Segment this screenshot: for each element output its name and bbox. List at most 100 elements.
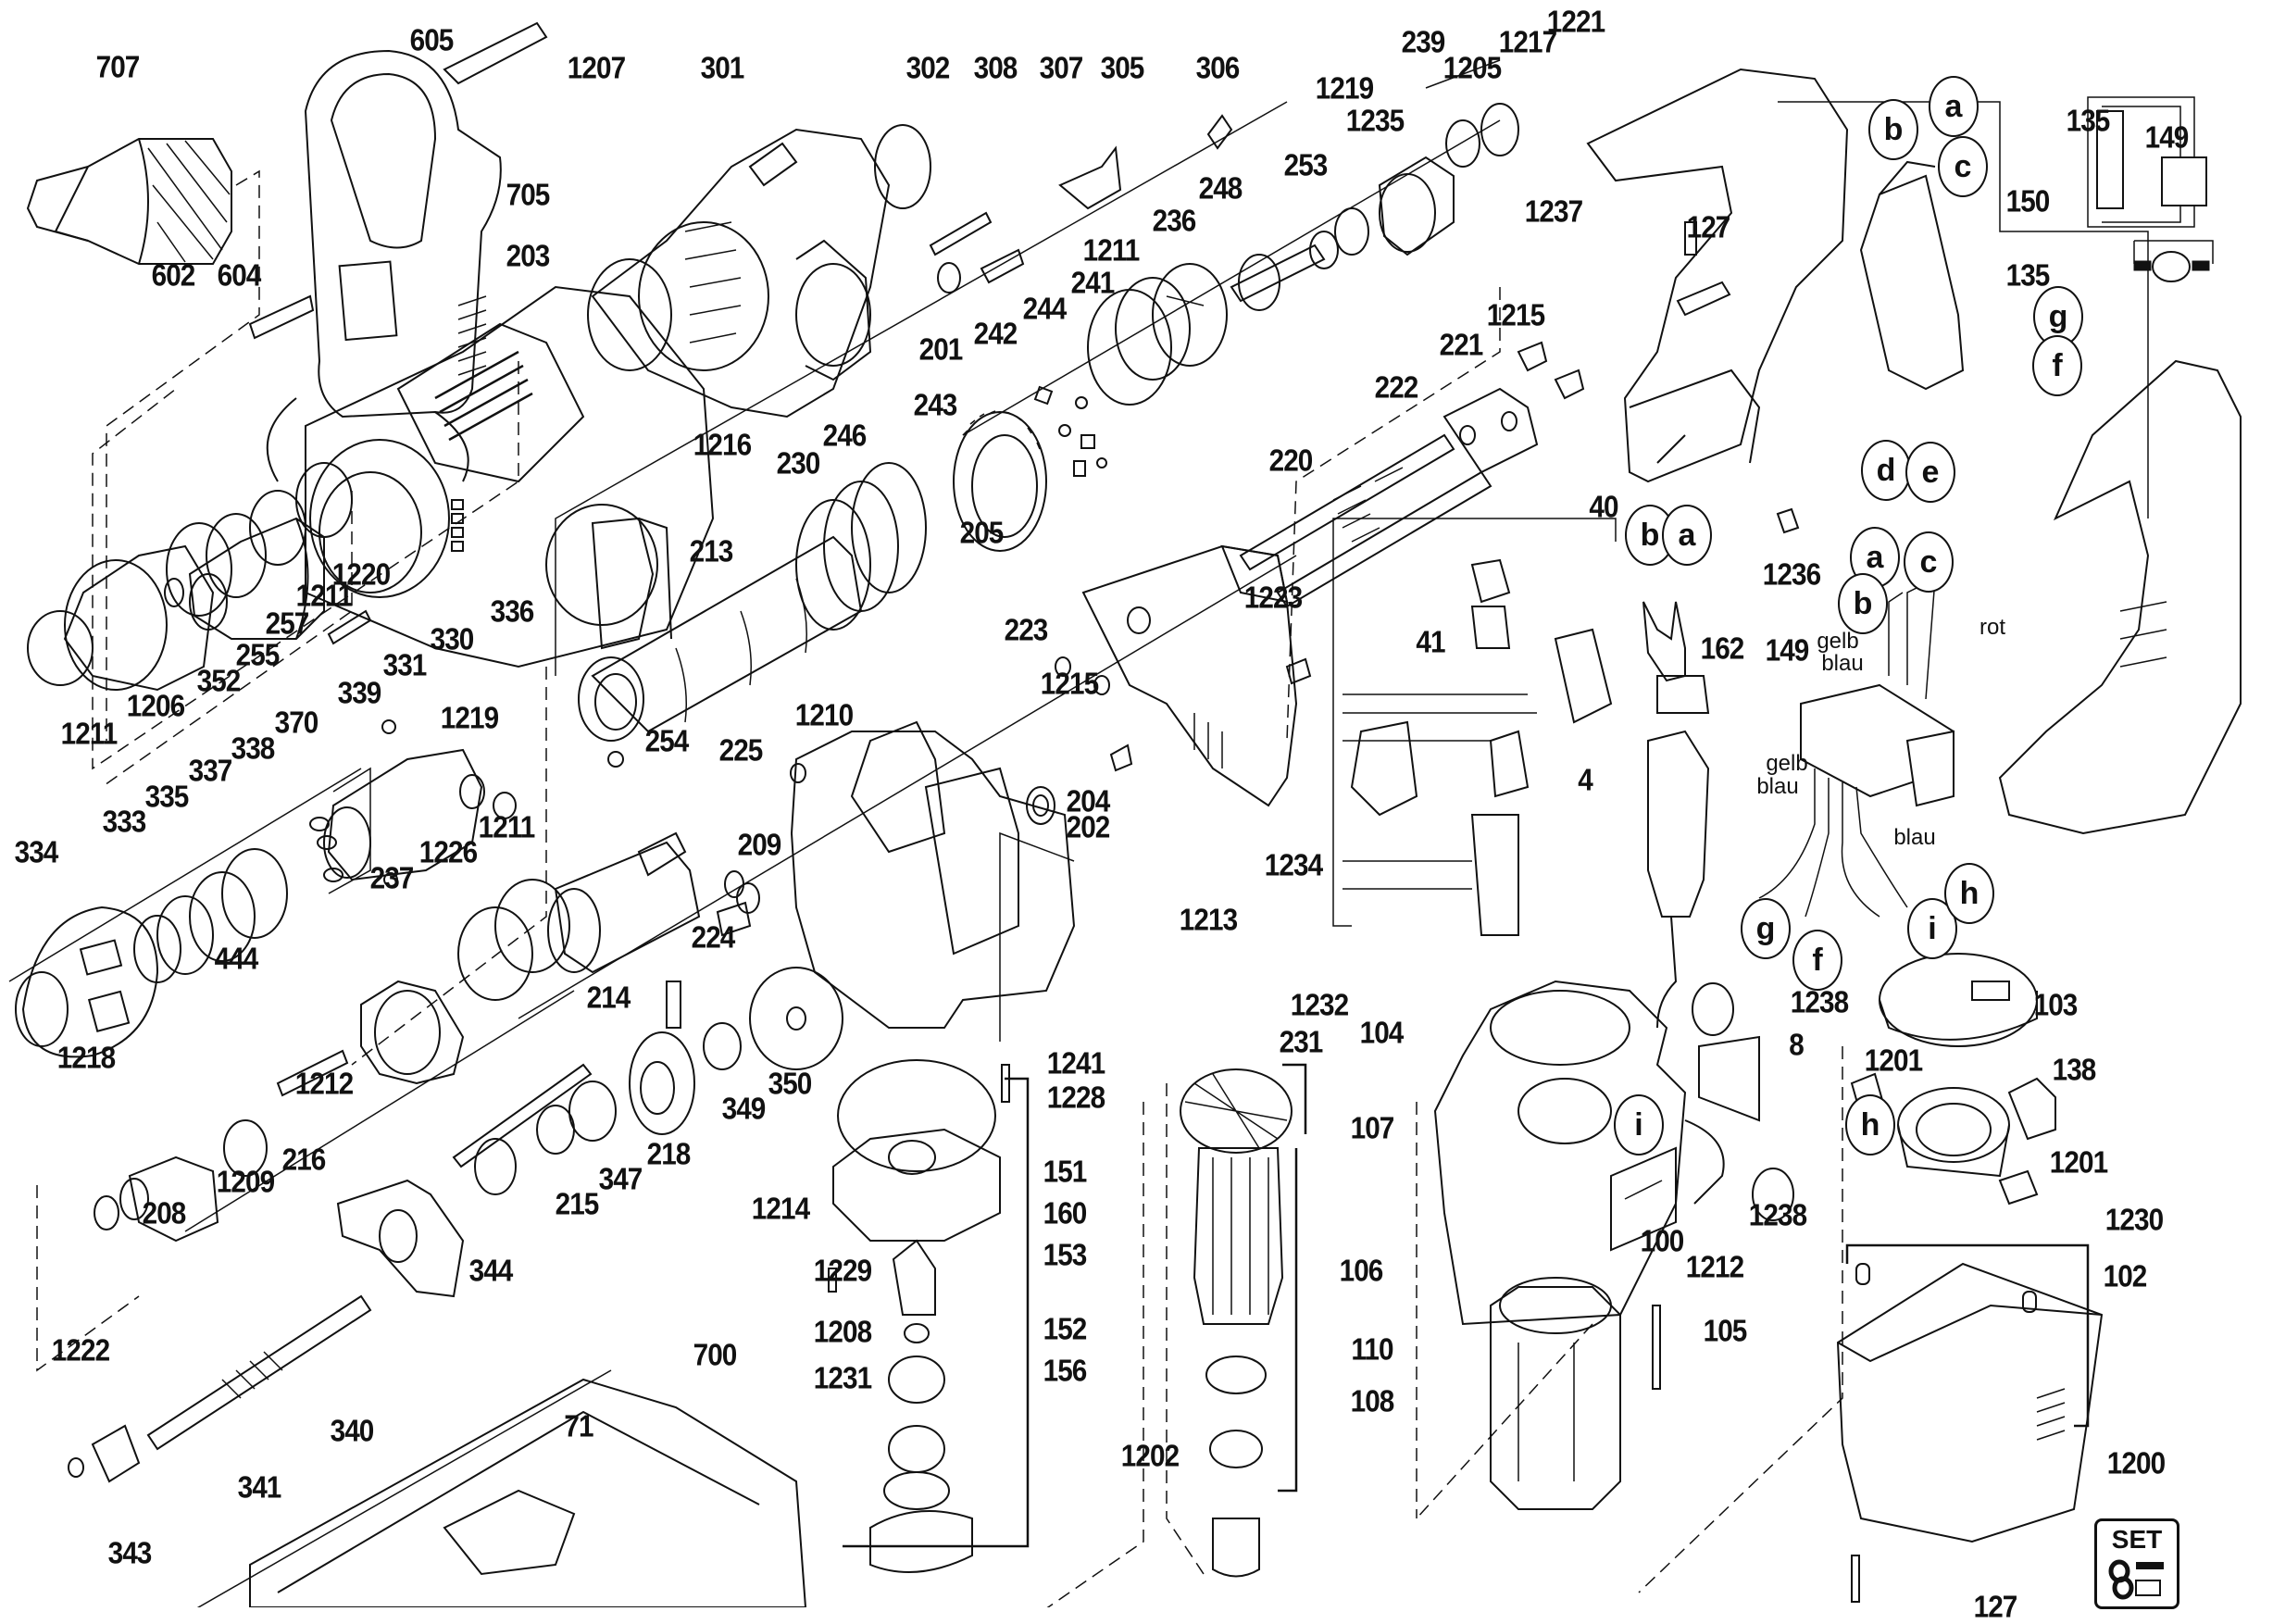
connector-callout-b: b xyxy=(1625,505,1675,566)
oring-1209 xyxy=(223,1119,268,1177)
nameplate-8 xyxy=(1698,1035,1760,1122)
brush-1201b xyxy=(1998,1169,2039,1206)
part-label: 1201 xyxy=(2049,1144,2108,1180)
bearing-152 xyxy=(888,1355,945,1404)
part-label: 1205 xyxy=(1442,50,1502,85)
screw-127a xyxy=(1676,281,1731,317)
wire-label-blue: blau xyxy=(1893,825,1936,850)
part-label: 127 xyxy=(1973,1589,2018,1624)
part-label: 220 xyxy=(1268,443,1314,478)
part-label: 605 xyxy=(409,22,455,57)
part-label: 1226 xyxy=(418,834,478,869)
cap-1202 xyxy=(1212,1518,1260,1578)
bearing-208 xyxy=(119,1156,219,1243)
part-label: 1220 xyxy=(331,556,391,592)
part-label: 1221 xyxy=(1546,4,1605,39)
part-label: 343 xyxy=(107,1535,153,1570)
part-label: 1213 xyxy=(1179,902,1238,937)
part-label: 242 xyxy=(973,316,1018,351)
part-label: 1215 xyxy=(1040,666,1099,701)
part-label: 1210 xyxy=(794,697,854,732)
part-label: 1217 xyxy=(1498,24,1557,59)
wire-label-blue: blau xyxy=(1756,774,1799,799)
part-label: 602 xyxy=(151,257,196,293)
armature-106 xyxy=(1180,1068,1293,1325)
part-label: 4 xyxy=(1578,762,1593,797)
part-label: 202 xyxy=(1066,809,1111,844)
part-label: 246 xyxy=(822,418,868,453)
screw-1215 xyxy=(1109,743,1133,772)
rod-214 xyxy=(452,1063,593,1168)
part-label: 244 xyxy=(1022,291,1068,326)
part-label: 1219 xyxy=(440,700,499,735)
seal-1226 xyxy=(457,906,533,1001)
wire-label-yellow: gelb xyxy=(1817,629,1859,654)
pin-209 xyxy=(716,901,752,937)
seal-1238b xyxy=(1752,1168,1794,1221)
circuit-schematic-150 xyxy=(2087,96,2214,282)
part-label: 1229 xyxy=(813,1253,872,1288)
bearing-flange-151 xyxy=(832,1128,1001,1242)
part-label: 71 xyxy=(564,1408,593,1443)
part-label: 152 xyxy=(1043,1311,1088,1346)
part-label: 1211 xyxy=(295,578,354,613)
part-label: 253 xyxy=(1283,147,1329,182)
motor-housing-100 xyxy=(1433,980,1725,1326)
part-label: 216 xyxy=(281,1142,327,1177)
switch-135 xyxy=(1859,160,1965,391)
part-label: 127 xyxy=(1686,209,1731,244)
part-label: 338 xyxy=(231,731,276,766)
part-label: 106 xyxy=(1339,1253,1384,1288)
part-label: 108 xyxy=(1350,1383,1395,1418)
part-label: 151 xyxy=(1043,1154,1088,1189)
cap-334 xyxy=(15,906,159,1058)
part-label: 1211 xyxy=(1082,232,1141,268)
washer-223a xyxy=(1055,656,1071,677)
part-label: 306 xyxy=(1195,50,1241,85)
oring-1228 xyxy=(837,1059,996,1172)
part-label: 340 xyxy=(330,1413,375,1448)
clutch-344 xyxy=(474,1138,517,1195)
part-label: 705 xyxy=(506,177,551,212)
gear-347 xyxy=(568,1081,617,1142)
ring-1211 xyxy=(494,879,570,973)
part-label: 1219 xyxy=(1315,70,1374,106)
part-label: 305 xyxy=(1100,50,1145,85)
bolt-1220 xyxy=(327,609,372,645)
spring-215 xyxy=(536,1105,575,1155)
rear-handle-right xyxy=(1998,359,2242,835)
bearing-110 xyxy=(1205,1355,1267,1394)
part-label: 104 xyxy=(1359,1015,1405,1050)
part-label: 334 xyxy=(14,834,59,869)
part-label: 1230 xyxy=(2104,1202,2164,1237)
part-label: 209 xyxy=(737,827,782,862)
terminal-block-40 xyxy=(1343,558,1613,936)
part-label: 100 xyxy=(1640,1223,1685,1258)
bearing-108 xyxy=(1209,1430,1263,1468)
switch-lever-parts xyxy=(929,114,1233,294)
part-label: 1209 xyxy=(216,1164,275,1199)
part-label: 254 xyxy=(644,723,690,758)
cover-205 xyxy=(1081,544,1298,807)
part-label: 41 xyxy=(1416,624,1445,659)
part-label: 215 xyxy=(555,1186,600,1221)
shaft-341 xyxy=(146,1294,372,1451)
drive-disc-218 xyxy=(629,981,742,1135)
part-label: 162 xyxy=(1700,631,1745,666)
part-label: 105 xyxy=(1703,1313,1748,1348)
flange-237 xyxy=(360,980,465,1085)
ring-338 xyxy=(221,848,288,939)
part-label: 222 xyxy=(1374,369,1419,405)
flange-156 xyxy=(869,1471,973,1573)
part-label: 347 xyxy=(598,1161,643,1196)
part-label: 243 xyxy=(913,387,958,422)
disc-350 xyxy=(749,967,843,1070)
washer-1218 xyxy=(94,1195,119,1230)
ball-370c xyxy=(323,868,343,882)
striker-assembly-upper xyxy=(1087,103,1519,406)
part-label: 1211 xyxy=(60,716,119,751)
switch-module-149 xyxy=(1758,578,1955,918)
connector-callout-b: b xyxy=(1868,99,1918,160)
side-handle-705 xyxy=(248,21,548,482)
